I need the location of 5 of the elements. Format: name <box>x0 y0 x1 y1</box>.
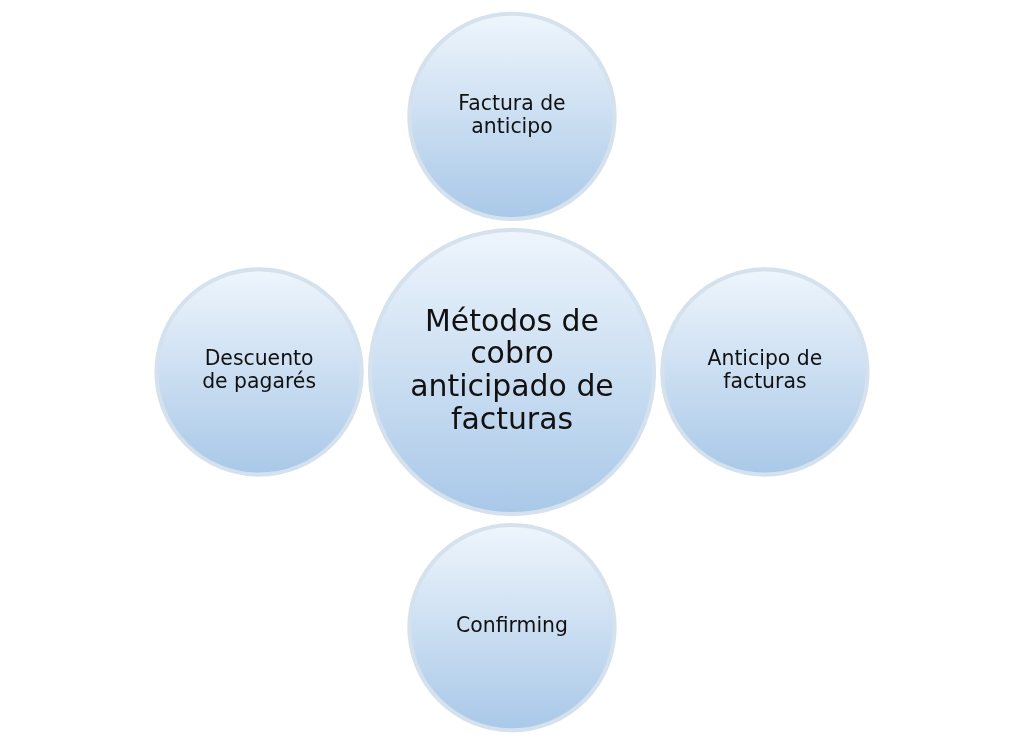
node-circle: Descuento de pagarés <box>154 267 364 477</box>
node-circle: Anticipo de facturas <box>660 267 870 477</box>
node-circle: Métodos de cobro anticipado de facturas <box>367 227 657 517</box>
node-circle: Factura de anticipo <box>407 11 617 222</box>
node-circle: Confirming <box>407 522 617 733</box>
